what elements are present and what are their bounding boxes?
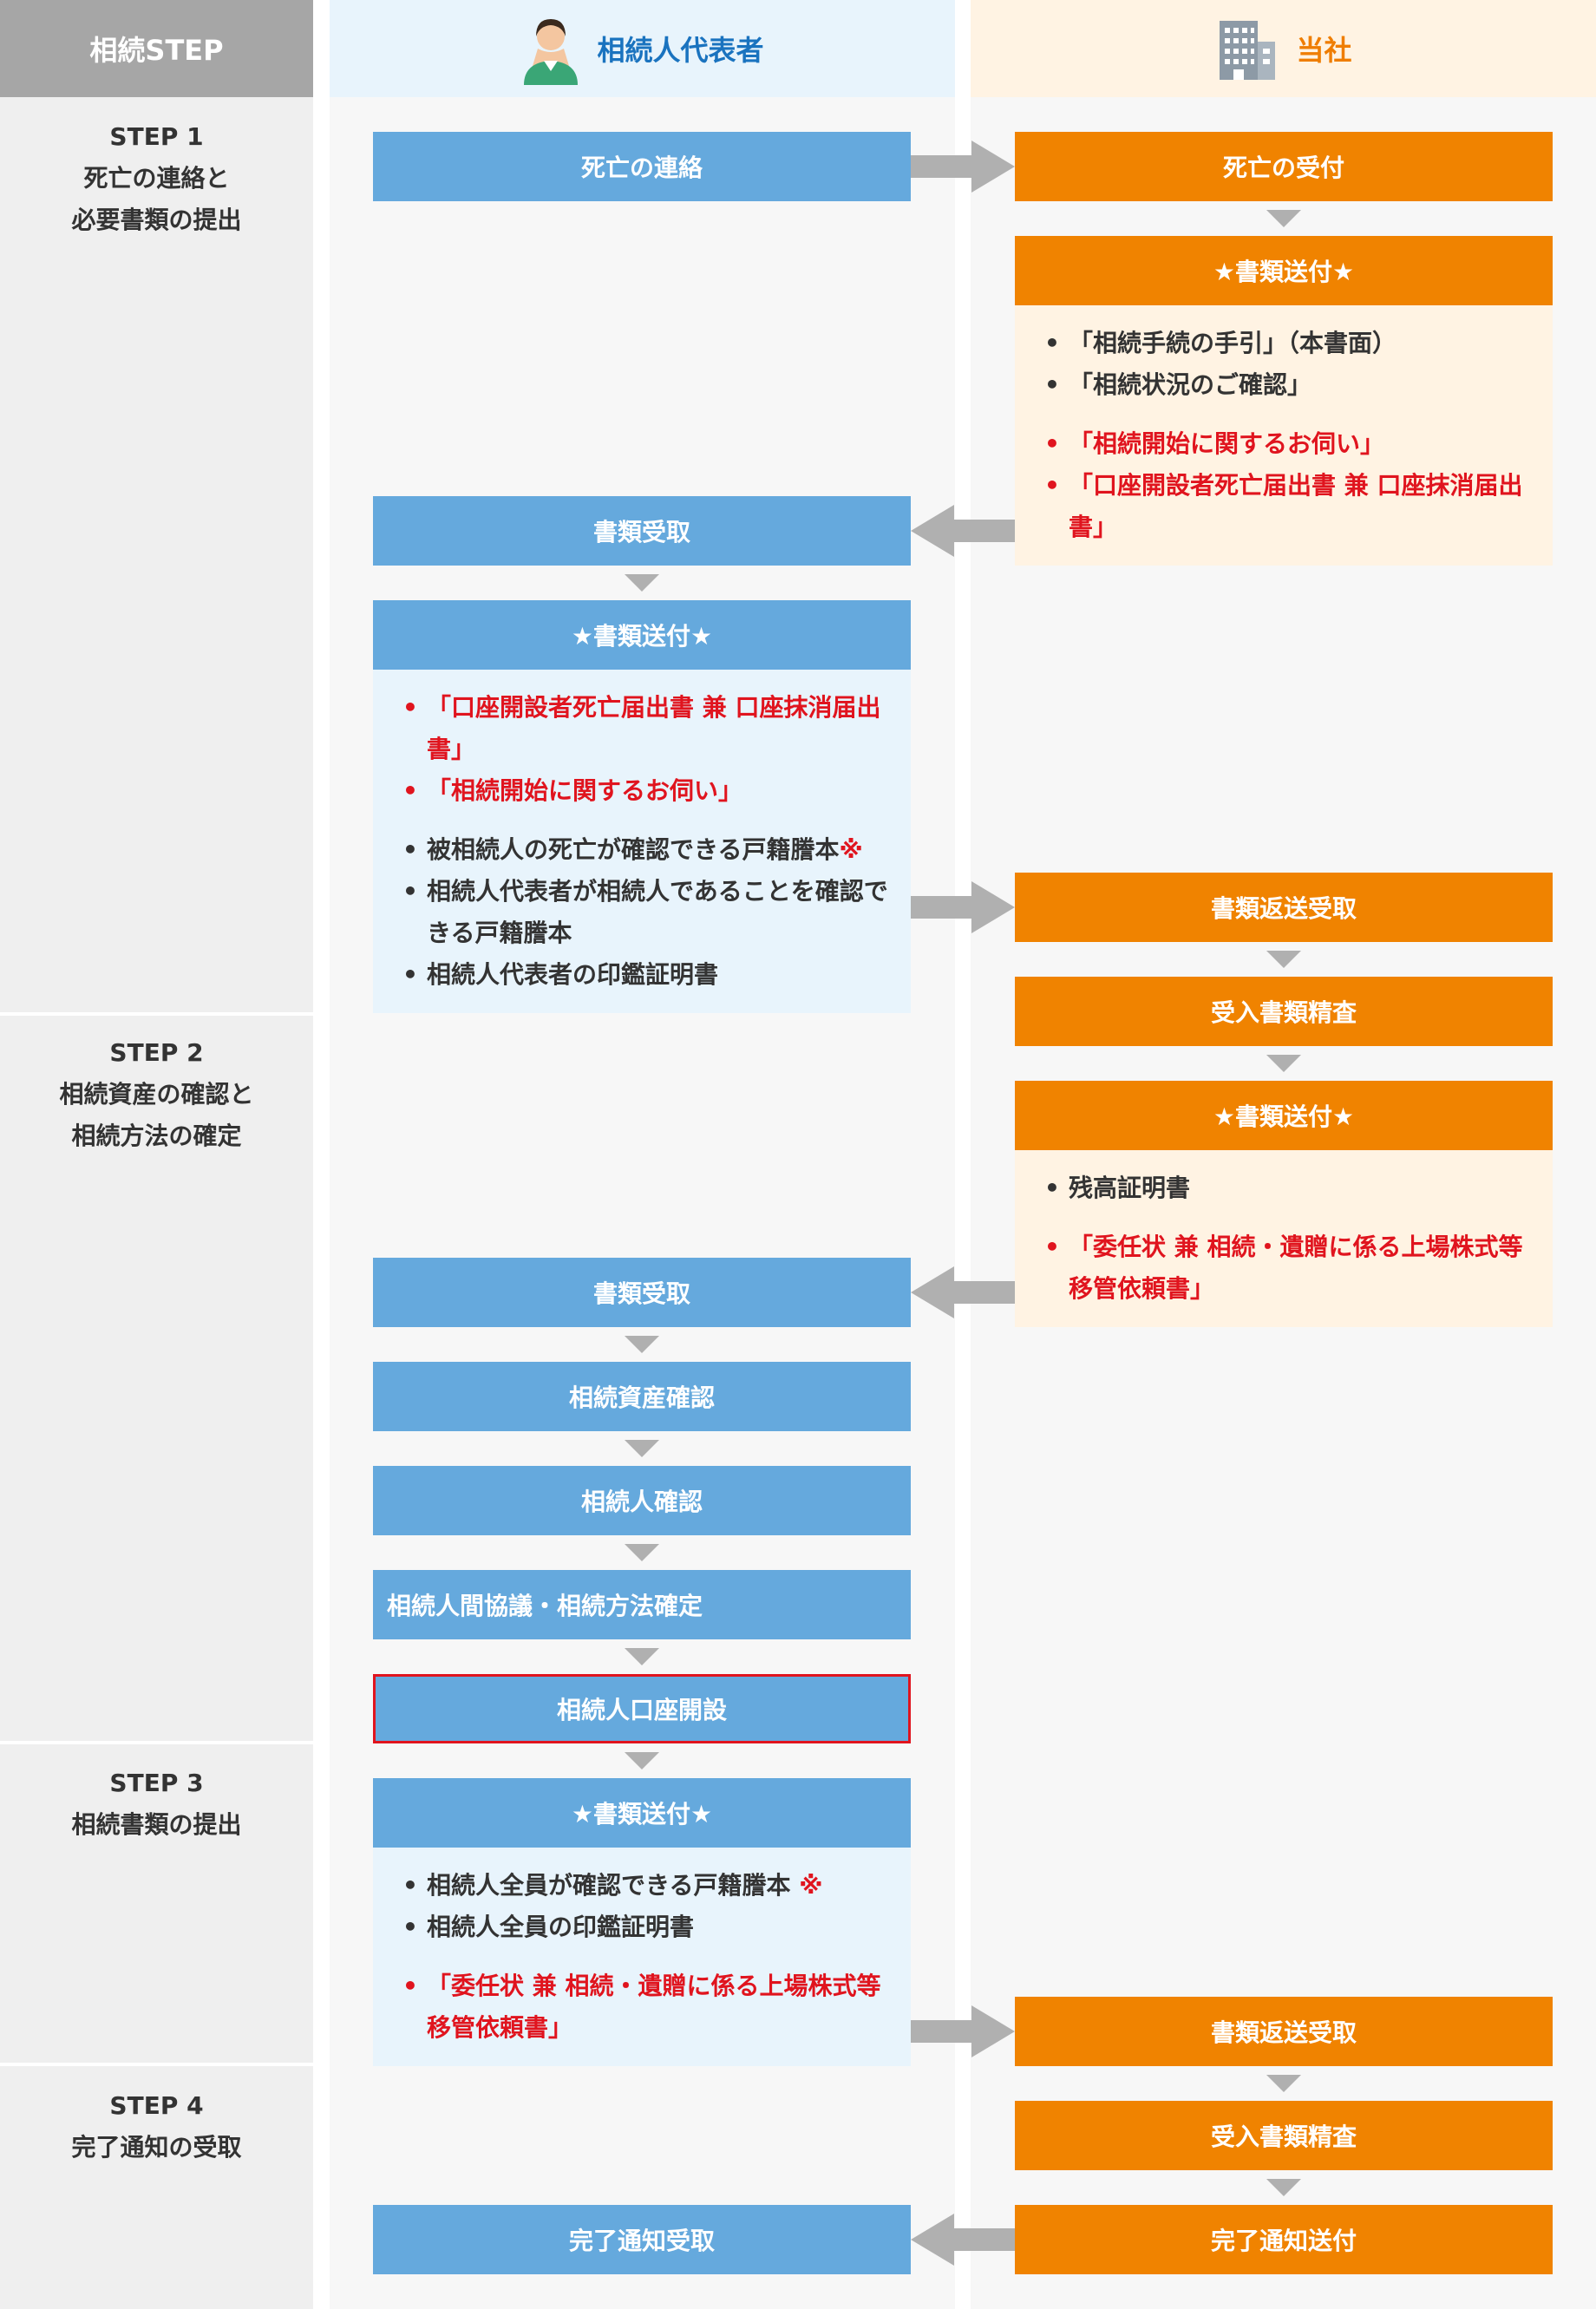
step1-line1: 死亡の連絡と [83,164,230,193]
docs-return-box-2: 書類返送受取 [1015,1997,1553,2066]
list-item: 「相続手続の手引」（本書面） [1015,323,1553,364]
co-docs-send-panel-1: 「相続手続の手引」（本書面） 「相続状況のご確認」 「相続開始に関するお伺い」 … [1015,305,1553,566]
step1-title: STEP 1 [109,122,204,151]
docs-send-panel-2: 相続人全員が確認できる戸籍謄本 ※ 相続人全員の印鑑証明書 「委任状 兼 相続・… [373,1848,911,2066]
list-item: 相続人全員の印鑑証明書 [373,1907,911,1948]
list-item: 「相続状況のご確認」 [1015,364,1553,406]
step2-line1: 相続資産の確認と [59,1080,254,1109]
docs-send-panel-1: 「口座開設者死亡届出書 兼 口座抹消届出書」 「相続開始に関するお伺い」 被相続… [373,670,911,1013]
step1-line2: 必要書類の提出 [71,206,242,234]
list-item: 被相続人の死亡が確認できる戸籍謄本※ [373,829,911,871]
step3-title: STEP 3 [109,1769,204,1797]
header-company-label: 当社 [1296,34,1352,67]
review-box-1: 受入書類精査 [1015,977,1553,1046]
step2-title: STEP 2 [109,1038,204,1067]
completion-received-box: 完了通知受取 [373,2205,911,2274]
left-arrow-icon [911,505,1015,557]
docs-received-box-1: 書類受取 [373,496,911,566]
co-docs-send-title-box-1: ★書類送付★ [1015,236,1553,305]
header-representative: 相続人代表者 [330,0,955,97]
down-arrow-icon [625,1336,659,1353]
step3-column-bg [0,1744,313,2063]
left-arrow-icon [911,1266,1015,1318]
right-arrow-icon [911,141,1015,193]
list-item-text: 被相続人の死亡が確認できる戸籍謄本 [427,835,840,864]
agreement-box: 相続人間協議・相続方法確定 [373,1570,911,1639]
docs-received-box-2: 書類受取 [373,1258,911,1327]
header-company: 当社 [971,0,1596,97]
list-item: 「相続開始に関するお伺い」 [1015,423,1553,465]
list-item: 「委任状 兼 相続・遺贈に係る上場株式等移管依頼書」 [373,1966,911,2049]
list-item: 「口座開設者死亡届出書 兼 口座抹消届出書」 [373,687,911,770]
down-arrow-icon [1266,2179,1301,2196]
list-item: 「相続開始に関するお伺い」 [373,770,911,812]
down-arrow-icon [625,1648,659,1665]
down-arrow-icon [625,1752,659,1769]
right-arrow-icon [911,2005,1015,2057]
co-docs-send-title-box-2: ★書類送付★ [1015,1081,1553,1150]
list-item: 相続人全員が確認できる戸籍謄本 ※ [373,1865,911,1907]
death-notice-box: 死亡の連絡 [373,132,911,201]
list-item: 相続人代表者が相続人であることを確認できる戸籍謄本 [373,871,911,954]
person-icon [524,19,579,85]
docs-send-title-box-1: ★書類送付★ [373,600,911,670]
header-step: 相続STEP [0,0,313,97]
list-item: 「口座開設者死亡届出書 兼 口座抹消届出書」 [1015,465,1553,548]
down-arrow-icon [625,574,659,592]
step4-title: STEP 4 [109,2091,204,2120]
note-mark: ※ [799,1871,823,1900]
down-arrow-icon [1266,2075,1301,2092]
completion-send-box: 完了通知送付 [1015,2205,1553,2274]
step2-column-bg [0,1016,313,1741]
down-arrow-icon [1266,1055,1301,1072]
down-arrow-icon [1266,951,1301,968]
assets-check-box: 相続資産確認 [373,1362,911,1431]
list-item: 相続人代表者の印鑑証明書 [373,954,911,996]
building-icon [1220,21,1276,80]
right-arrow-icon [911,881,1015,933]
account-open-box: 相続人口座開設 [373,1674,911,1743]
co-docs-send-panel-2: 残高証明書 「委任状 兼 相続・遺贈に係る上場株式等移管依頼書」 [1015,1150,1553,1327]
step2-line2: 相続方法の確定 [71,1122,242,1150]
step4-line1: 完了通知の受取 [71,2133,242,2162]
review-box-2: 受入書類精査 [1015,2101,1553,2170]
header-step-label: 相続STEP [89,34,224,67]
down-arrow-icon [625,1544,659,1561]
death-received-box: 死亡の受付 [1015,132,1553,201]
list-item: 「委任状 兼 相続・遺贈に係る上場株式等移管依頼書」 [1015,1226,1553,1310]
list-item-text: 相続人全員が確認できる戸籍謄本 [427,1871,791,1900]
down-arrow-icon [1266,210,1301,227]
step4-label: STEP 4 完了通知の受取 [0,2085,313,2168]
step1-label: STEP 1 死亡の連絡と 必要書類の提出 [0,116,313,241]
step1-column-bg [0,97,313,1012]
heirs-check-box: 相続人確認 [373,1466,911,1535]
down-arrow-icon [625,1440,659,1457]
step2-label: STEP 2 相続資産の確認と 相続方法の確定 [0,1032,313,1157]
step4-column-bg [0,2066,313,2309]
left-arrow-icon [911,2214,1015,2266]
note-mark: ※ [839,835,863,864]
header-representative-label: 相続人代表者 [597,34,764,67]
docs-send-title-box-2: ★書類送付★ [373,1778,911,1848]
step3-label: STEP 3 相続書類の提出 [0,1763,313,1846]
step3-line1: 相続書類の提出 [71,1810,242,1839]
list-item: 残高証明書 [1015,1168,1553,1209]
docs-return-box-1: 書類返送受取 [1015,873,1553,942]
